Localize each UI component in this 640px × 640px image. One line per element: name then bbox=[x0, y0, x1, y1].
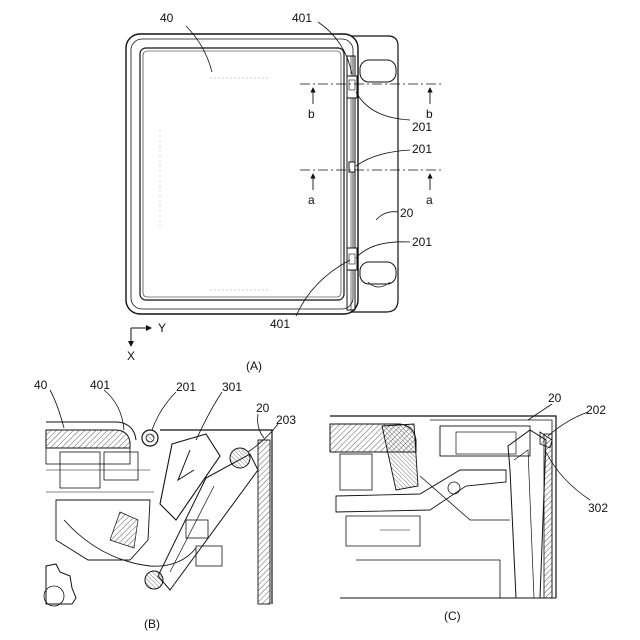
label-b-left: b bbox=[308, 107, 315, 121]
label-201-top: 201 bbox=[412, 120, 432, 134]
label-b-401: 401 bbox=[90, 378, 110, 392]
axis-label-x: X bbox=[127, 349, 135, 363]
label-b-40: 40 bbox=[34, 378, 48, 392]
label-b-203: 203 bbox=[276, 413, 296, 427]
label-c-302: 302 bbox=[588, 501, 608, 515]
hinge-201-bottom bbox=[347, 248, 357, 270]
caption-c: (C) bbox=[444, 609, 461, 623]
hinge-201-mid bbox=[349, 162, 355, 172]
caption-b: (B) bbox=[144, 617, 160, 631]
label-a-left: a bbox=[308, 193, 315, 207]
label-201-mid: 201 bbox=[412, 142, 432, 156]
hinge-201-top bbox=[347, 76, 357, 98]
label-201-bottom: 201 bbox=[412, 235, 432, 249]
label-b-201: 201 bbox=[176, 380, 196, 394]
label-b-301: 301 bbox=[222, 380, 242, 394]
label-40: 40 bbox=[160, 11, 174, 25]
roller-top bbox=[360, 60, 396, 82]
roller-203 bbox=[230, 448, 250, 468]
panel-40-outer bbox=[126, 34, 358, 314]
label-b-20: 20 bbox=[256, 401, 270, 415]
label-c-202: 202 bbox=[586, 403, 606, 417]
panel-c: 20 202 302 (C) bbox=[330, 391, 608, 623]
label-b-right: b bbox=[426, 107, 433, 121]
panel-a: 40 401 201 201 20 201 401 b b a a Y X (A… bbox=[126, 11, 442, 373]
label-c-20: 20 bbox=[548, 391, 562, 405]
label-401-top: 401 bbox=[292, 11, 312, 25]
label-a-right: a bbox=[426, 193, 433, 207]
roller-bottom bbox=[360, 262, 396, 284]
label-401-bottom: 401 bbox=[270, 317, 290, 331]
label-20: 20 bbox=[400, 206, 414, 220]
panel-b: 40 401 201 301 20 203 (B) bbox=[34, 378, 296, 631]
caption-a: (A) bbox=[246, 359, 262, 373]
axis-label-y: Y bbox=[158, 321, 166, 335]
